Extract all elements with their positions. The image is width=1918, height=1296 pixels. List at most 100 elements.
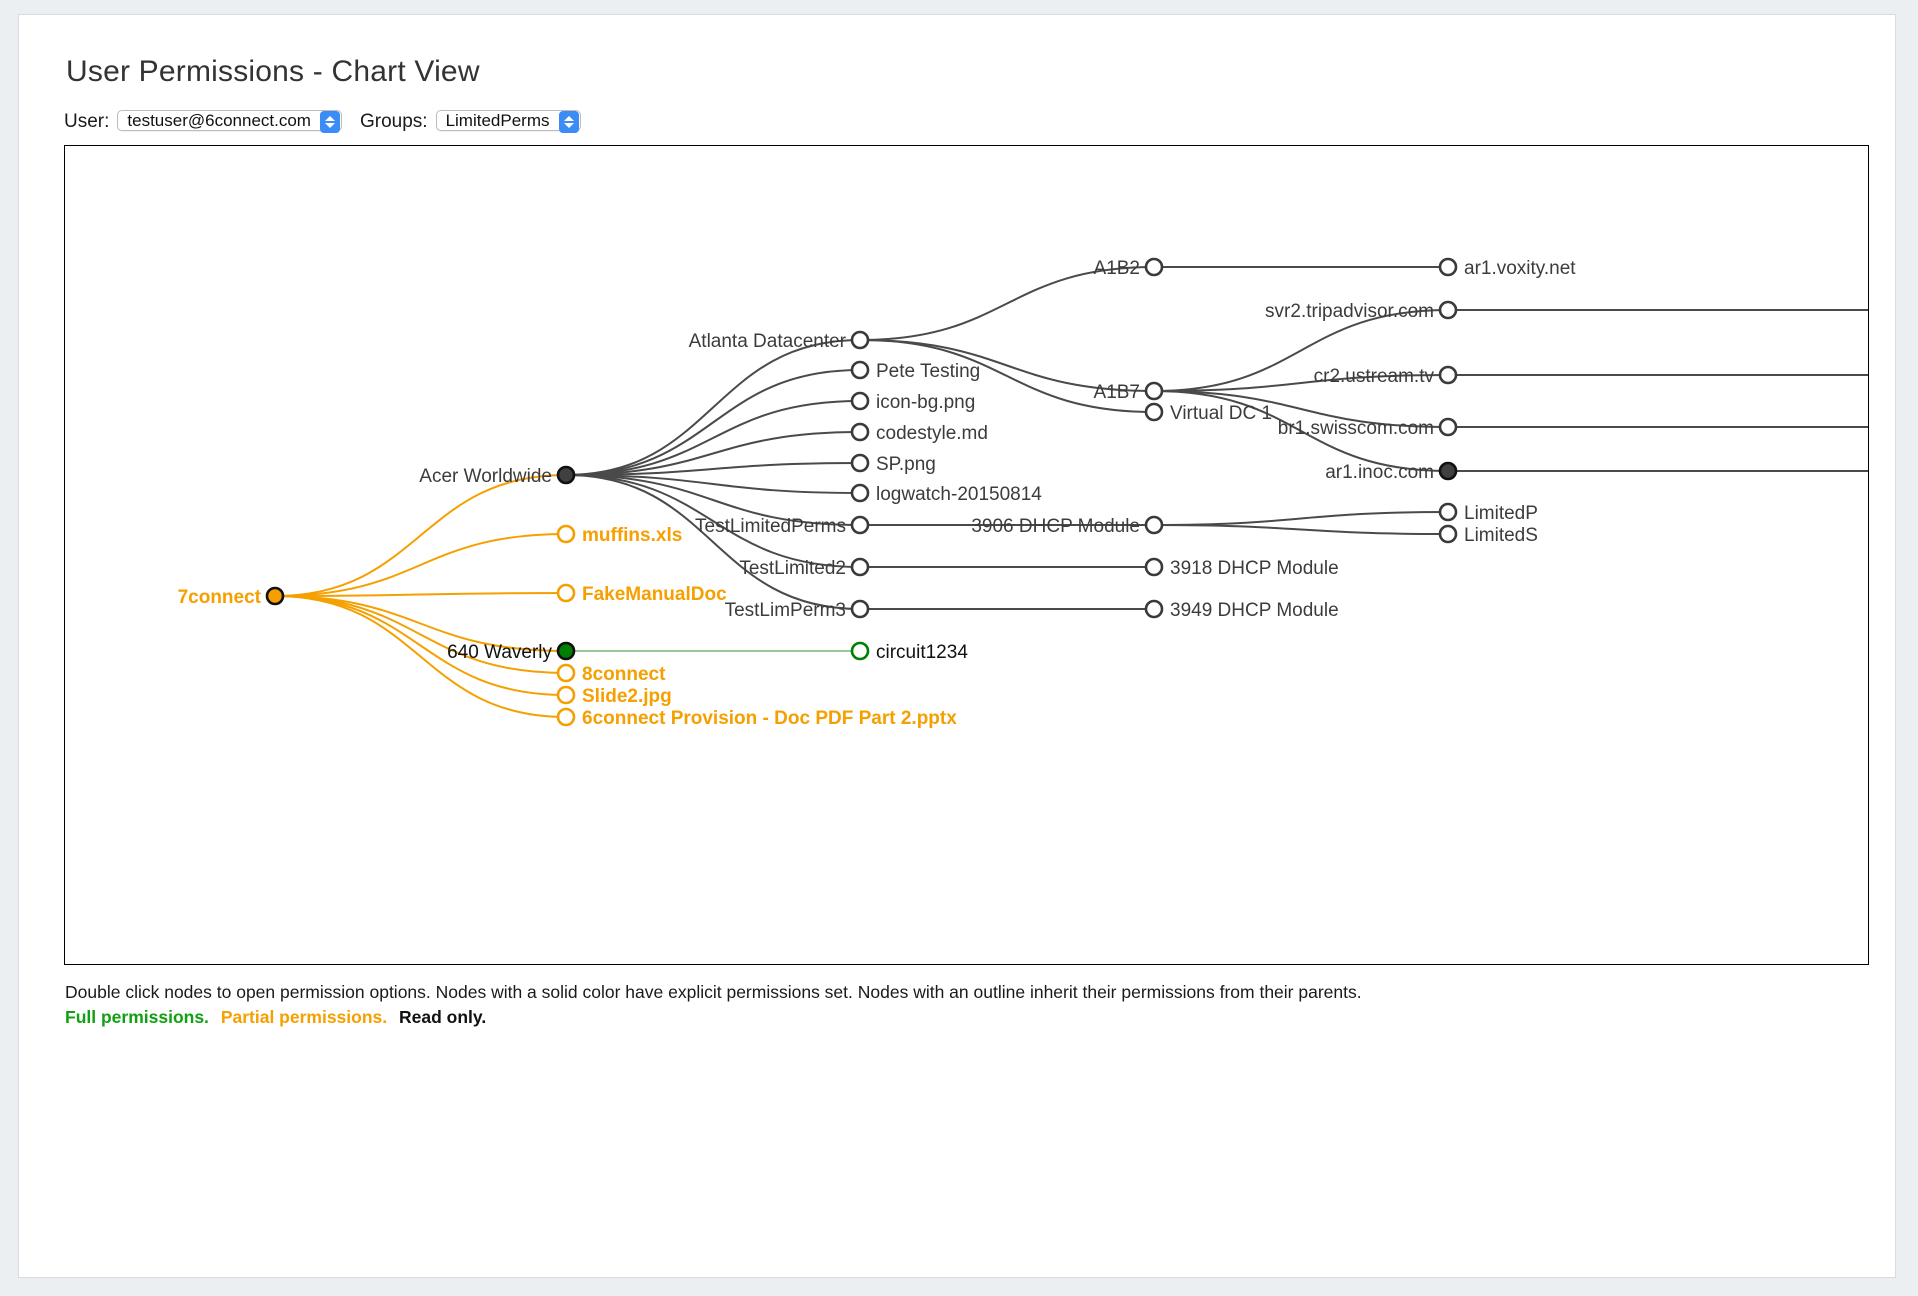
tree-node[interactable]: TestLimited2 [739, 557, 870, 579]
tree-link [274, 592, 567, 597]
node-label: TestLimPerm3 [725, 600, 846, 621]
node-circle-readonly-outline[interactable] [1144, 381, 1164, 401]
tree-node[interactable]: ar1.inoc.com [1325, 461, 1458, 483]
node-circle-readonly-outline[interactable] [850, 453, 870, 473]
tree-node[interactable]: cr2.ustream.tv [1314, 365, 1458, 387]
node-circle-readonly-outline[interactable] [1144, 557, 1164, 577]
node-circle-readonly-solid[interactable] [556, 465, 576, 485]
tree-node[interactable]: Pete Testing [850, 360, 980, 382]
node-label: FakeManualDoc [582, 584, 727, 605]
tree-link [859, 266, 1155, 341]
node-circle-readonly-outline[interactable] [1144, 402, 1164, 422]
node-circle-full-outline[interactable] [850, 641, 870, 661]
tree-node[interactable]: TestLimitedPerms [695, 515, 870, 537]
node-label: cr2.ustream.tv [1314, 366, 1435, 387]
tree-node[interactable]: A1B2 [1094, 257, 1164, 279]
tree-node[interactable]: LimitedS [1438, 524, 1538, 546]
tree-node[interactable]: muffins.xls [556, 524, 682, 546]
groups-select-value[interactable]: LimitedPerms [435, 110, 581, 131]
tree-link [565, 474, 861, 610]
node-circle-readonly-solid[interactable] [1438, 461, 1458, 481]
node-circle-full-solid[interactable] [556, 641, 576, 661]
tree-link [565, 462, 861, 476]
tree-link [1153, 309, 1449, 392]
node-circle-readonly-outline[interactable] [850, 422, 870, 442]
node-circle-readonly-outline[interactable] [850, 391, 870, 411]
tree-node[interactable]: 3918 DHCP Module [1144, 557, 1339, 579]
chart-help-text: Double click nodes to open permission op… [65, 982, 1362, 1002]
node-label: SP.png [876, 454, 936, 475]
tree-node[interactable]: Slide2.jpg [556, 685, 672, 707]
node-circle-readonly-outline[interactable] [850, 330, 870, 350]
node-circle-readonly-outline[interactable] [850, 599, 870, 619]
tree-node[interactable]: ar1.voxity.net [1438, 257, 1576, 279]
tree-node[interactable]: logwatch-20150814 [850, 483, 1042, 505]
tree-nodes[interactable]: 7connect Acer Worldwide muffins.xlsFakeMan… [178, 257, 1577, 729]
node-circle-readonly-outline[interactable] [850, 360, 870, 380]
node-label: 7connect [178, 587, 262, 608]
tree-node[interactable]: 8connect [556, 663, 666, 685]
node-label: ar1.voxity.net [1464, 258, 1576, 279]
tree-node[interactable]: 3906 DHCP Module [971, 515, 1164, 537]
tree-node[interactable]: A1B7 [1094, 381, 1164, 403]
tree-link [1153, 390, 1449, 428]
tree-node[interactable]: TestLimPerm3 [725, 599, 870, 621]
tree-node[interactable]: 6connect Provision - Doc PDF Part 2.pptx [556, 707, 957, 729]
tree-link [1153, 524, 1449, 535]
node-circle-readonly-outline[interactable] [1438, 300, 1458, 320]
tree-link [565, 474, 861, 568]
filter-controls: User: testuser@6connect.com Groups: Limi… [64, 108, 581, 136]
user-select[interactable]: testuser@6connect.com [117, 109, 342, 135]
node-circle-readonly-outline[interactable] [1438, 365, 1458, 385]
legend-full-permissions: Full permissions. [65, 1007, 209, 1027]
tree-node[interactable]: Atlanta Datacenter [689, 330, 870, 352]
tree-node[interactable]: Acer Worldwide [419, 465, 576, 487]
legend-partial-permissions: Partial permissions. [220, 1007, 388, 1027]
node-circle-readonly-outline[interactable] [1438, 502, 1458, 522]
node-circle-partial-outline[interactable] [556, 524, 576, 544]
node-label: A1B2 [1094, 258, 1140, 279]
node-circle-readonly-outline[interactable] [1438, 524, 1458, 544]
node-circle-readonly-outline[interactable] [1144, 257, 1164, 277]
node-circle-partial-solid[interactable] [265, 586, 285, 606]
node-label: A1B7 [1094, 382, 1140, 403]
tree-node[interactable]: svr2.tripadvisor.com [1265, 300, 1458, 322]
tree-link [1153, 374, 1449, 392]
tree-link [274, 595, 567, 718]
tree-link [274, 533, 567, 597]
node-circle-readonly-outline[interactable] [850, 483, 870, 503]
node-circle-partial-outline[interactable] [556, 663, 576, 683]
tree-node[interactable]: icon-bg.png [850, 391, 975, 413]
groups-select[interactable]: LimitedPerms [435, 109, 581, 135]
tree-svg[interactable]: 7connect Acer Worldwide muffins.xlsFakeMan… [65, 146, 1868, 964]
tree-node[interactable]: 7connect [178, 586, 285, 608]
node-circle-readonly-outline[interactable] [1438, 257, 1458, 277]
tree-node[interactable]: FakeManualDoc [556, 583, 727, 605]
node-circle-partial-outline[interactable] [556, 583, 576, 603]
user-select-value[interactable]: testuser@6connect.com [117, 110, 342, 131]
node-circle-readonly-outline[interactable] [1144, 599, 1164, 619]
node-circle-partial-outline[interactable] [556, 685, 576, 705]
node-circle-partial-outline[interactable] [556, 707, 576, 727]
tree-node[interactable]: SP.png [850, 453, 936, 475]
tree-node[interactable]: circuit1234 [850, 641, 968, 663]
tree-link [565, 431, 861, 476]
tree-node[interactable]: codestyle.md [850, 422, 988, 444]
tree-node[interactable]: LimitedP [1438, 502, 1538, 524]
chevron-updown-icon[interactable] [558, 111, 579, 133]
node-label: 3918 DHCP Module [1170, 558, 1339, 579]
node-label: ar1.inoc.com [1325, 462, 1434, 483]
tree-link [565, 369, 861, 476]
chevron-updown-icon[interactable] [319, 111, 340, 133]
legend-read-only: Read only. [399, 1007, 487, 1027]
node-circle-readonly-outline[interactable] [850, 515, 870, 535]
tree-node[interactable]: br1.swisscom.com [1278, 417, 1458, 439]
node-circle-readonly-outline[interactable] [850, 557, 870, 577]
tree-link [565, 474, 861, 526]
tree-node[interactable]: 3949 DHCP Module [1144, 599, 1339, 621]
node-circle-readonly-outline[interactable] [1438, 417, 1458, 437]
tree-node[interactable]: Virtual DC 1 [1144, 402, 1272, 424]
tree-node[interactable]: 640 Waverly [447, 641, 576, 663]
node-circle-readonly-outline[interactable] [1144, 515, 1164, 535]
